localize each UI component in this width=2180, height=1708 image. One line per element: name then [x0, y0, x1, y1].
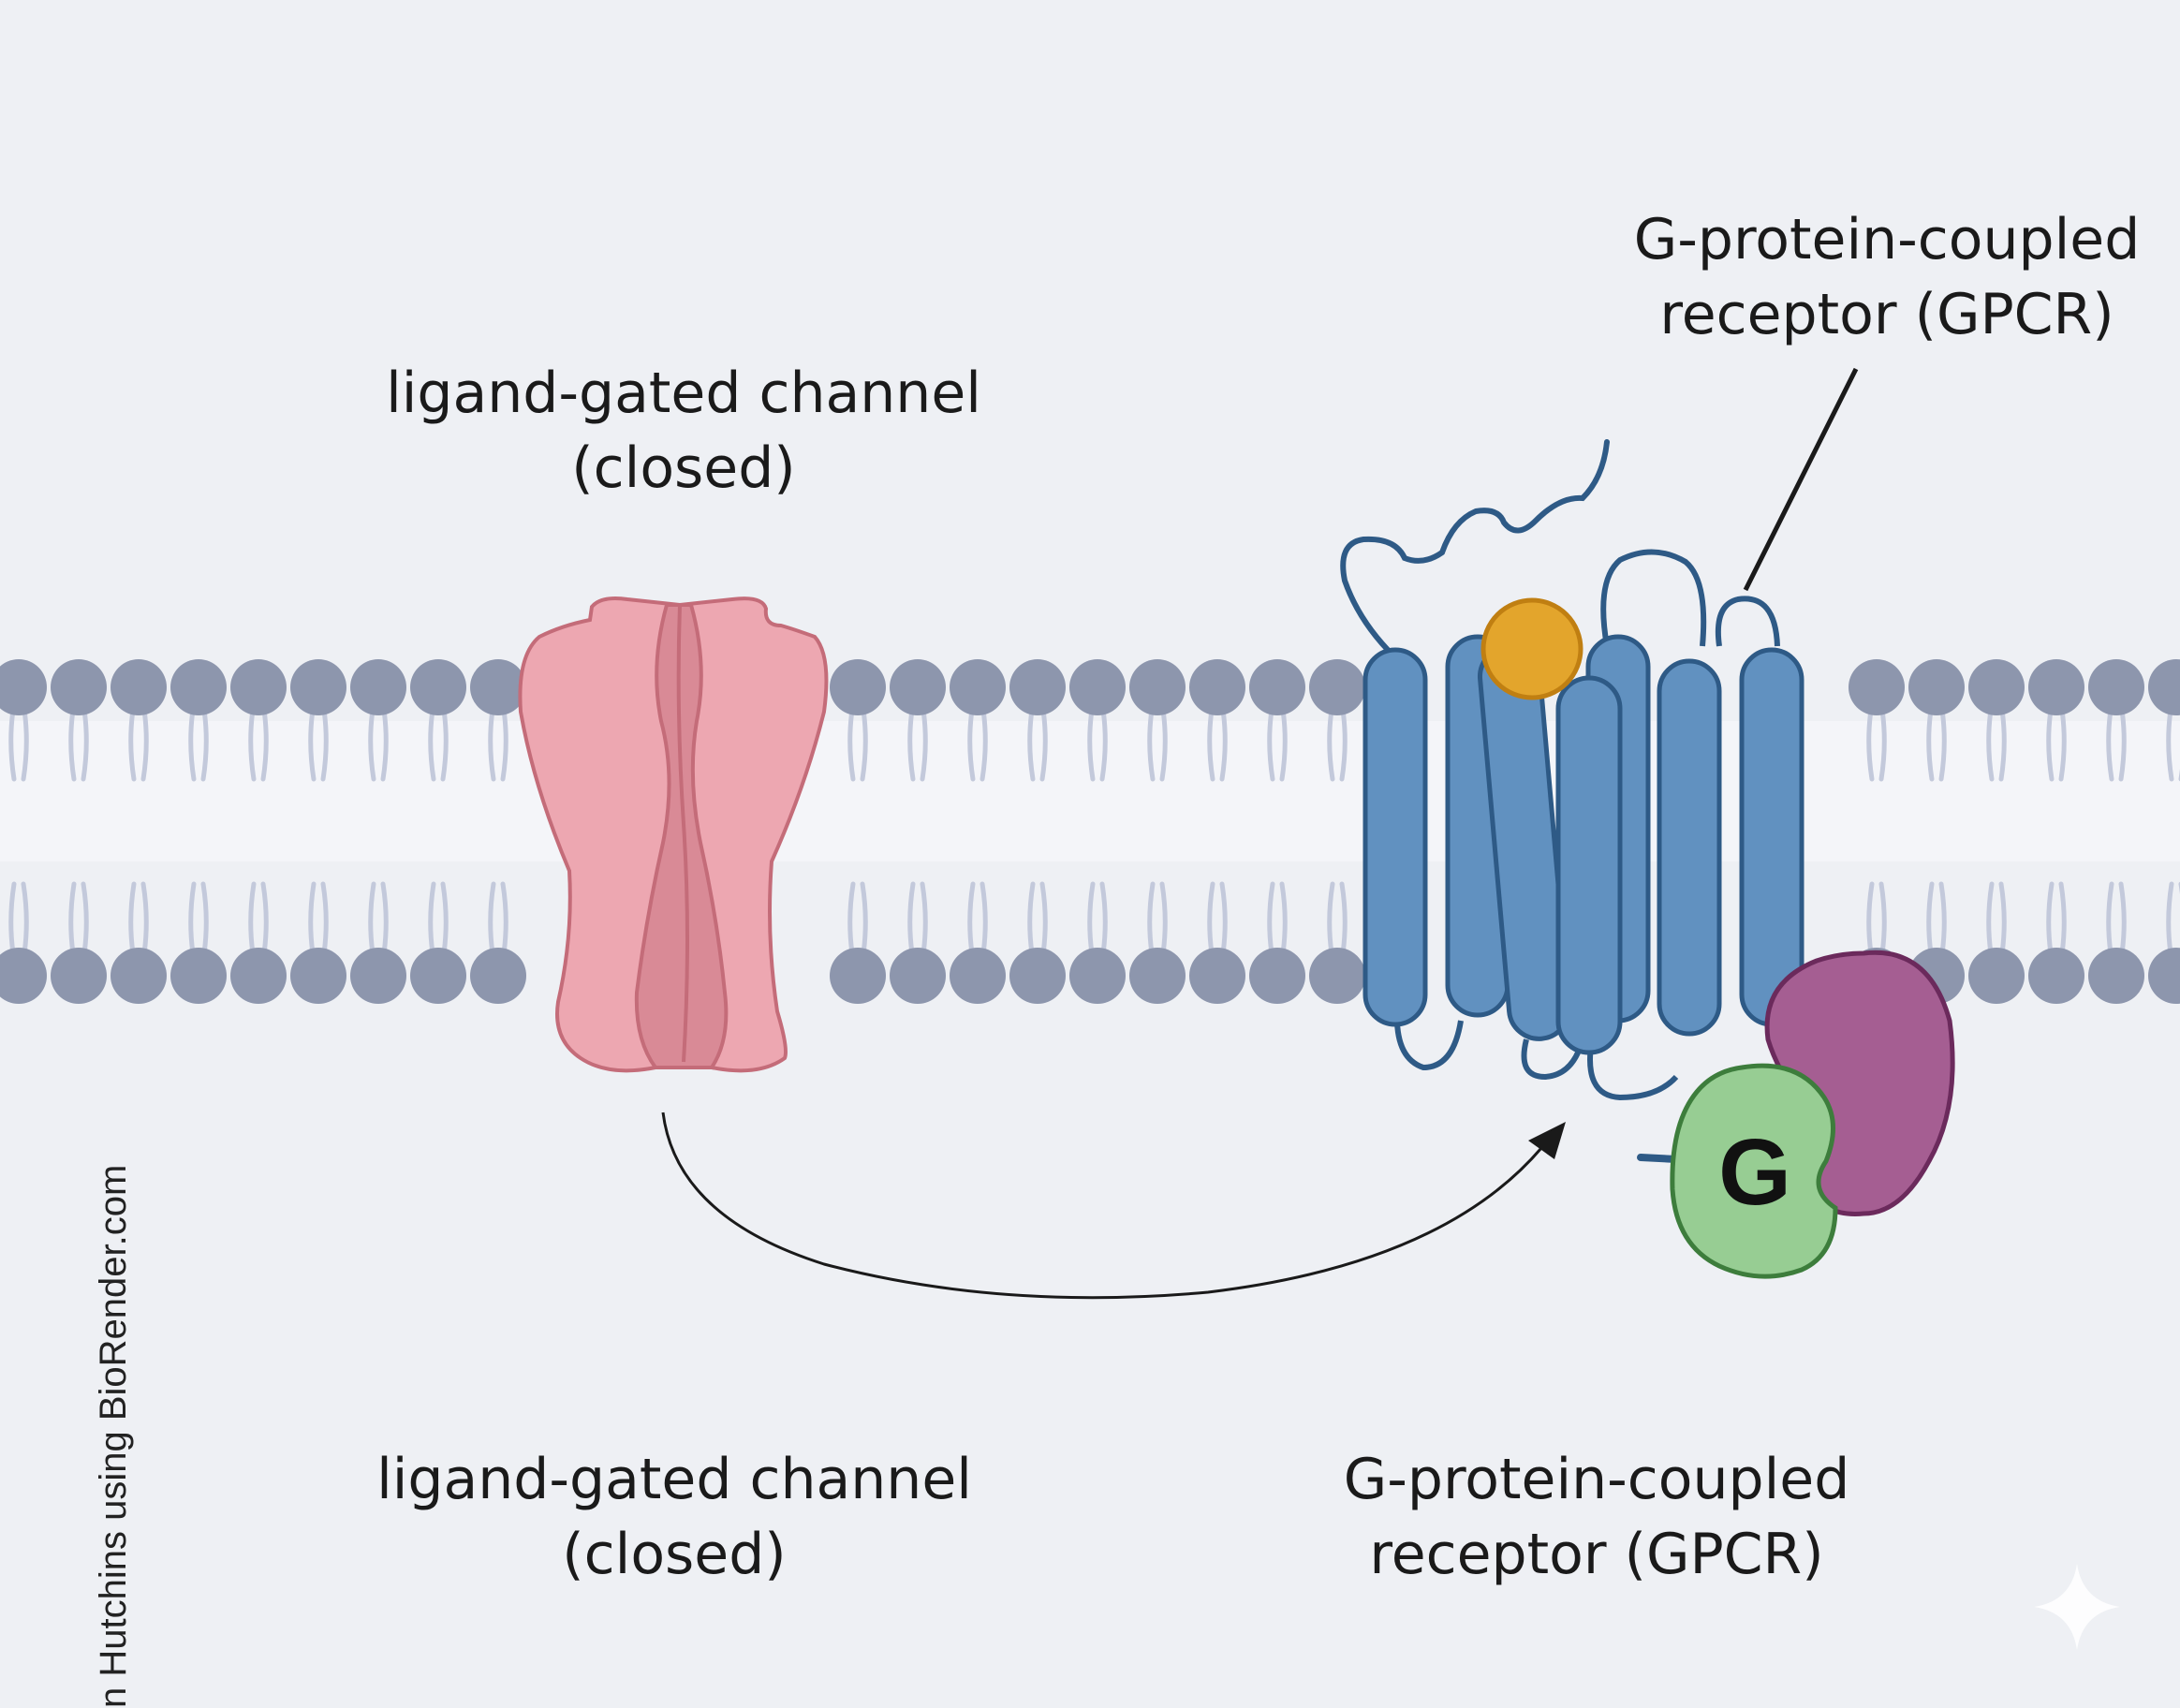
label-line: G-protein-coupled: [1633, 207, 2141, 272]
lipid-lower: [1249, 884, 1305, 1004]
gpcr-label-top: G-protein-coupled receptor (GPCR): [1583, 202, 2180, 352]
lipid-lower: [51, 884, 107, 1004]
label-line: receptor (GPCR): [1659, 282, 2114, 347]
lipid-lower: [290, 884, 346, 1004]
lipid-lower: [170, 884, 227, 1004]
lipid-lower: [350, 884, 406, 1004]
gpcr-label-bottom: G-protein-coupled receptor (GPCR): [1292, 1442, 1901, 1592]
lipid-lower: [410, 884, 466, 1004]
lipid-lower: [890, 884, 946, 1004]
lipid-bilayer: [0, 659, 2180, 1004]
lipid-lower: [830, 884, 886, 1004]
lipid-lower: [0, 884, 47, 1004]
lipid-lower: [1968, 884, 2025, 1004]
label-line: ligand-gated channel: [376, 1447, 972, 1512]
lipid-lower: [1129, 884, 1186, 1004]
lipid-lower: [2148, 884, 2180, 1004]
curved-arrow-icon: [661, 1112, 1566, 1300]
label-line: receptor (GPCR): [1369, 1522, 1824, 1587]
ligand-gated-channel-icon: [518, 596, 829, 1073]
lipid-lower: [110, 884, 167, 1004]
lipid-lower: [950, 884, 1006, 1004]
label-line: (closed): [562, 1522, 787, 1587]
lipid-lower: [1309, 884, 1365, 1004]
lipid-lower: [230, 884, 287, 1004]
ligand-gated-channel-label-top: ligand-gated channel (closed): [356, 356, 1011, 506]
lipid-lower: [1009, 884, 1066, 1004]
biorender-credit: n Hutchins using BioRender.com: [93, 1164, 134, 1708]
lipid-lower: [2028, 884, 2084, 1004]
g-protein-icon: G: [1637, 950, 1955, 1279]
lipid-lower: [2088, 884, 2144, 1004]
sparkle-icon: [2034, 1564, 2120, 1650]
gpcr-leader-line: [1743, 367, 1859, 592]
lipid-lower: [470, 884, 526, 1004]
ligand-gated-channel-label-bottom: ligand-gated channel (closed): [346, 1442, 1002, 1592]
lipid-lower: [1069, 884, 1126, 1004]
ligand-icon: [1480, 597, 1583, 700]
label-line: ligand-gated channel: [386, 361, 981, 426]
g-protein-label: G: [1718, 1120, 1791, 1225]
lipid-lower: [1189, 884, 1245, 1004]
label-line: (closed): [571, 435, 796, 501]
label-line: G-protein-coupled: [1343, 1447, 1850, 1512]
